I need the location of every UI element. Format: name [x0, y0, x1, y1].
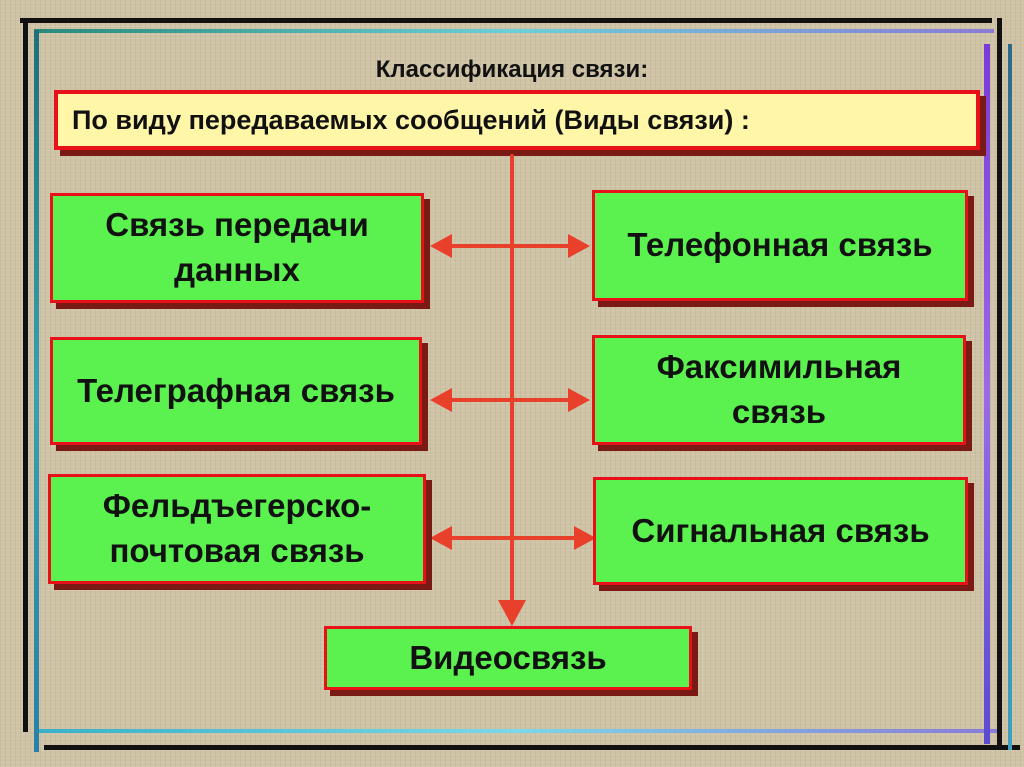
frame-right-black — [997, 18, 1002, 748]
arrowhead-down-video — [498, 600, 526, 626]
frame-left-accent — [34, 30, 39, 752]
frame-left-black — [23, 18, 28, 732]
frame-top-black — [20, 18, 992, 23]
classification-criterion: По виду передаваемых сообщений (Виды свя… — [54, 90, 980, 150]
arrowhead-row2-left — [430, 388, 452, 412]
arrowhead-row3-left — [430, 526, 452, 550]
arrowhead-row3-right — [574, 526, 596, 550]
frame-right-accent — [984, 44, 990, 744]
frame-bottom-black — [44, 745, 1020, 750]
node-data-transfer: Связь передачи данных — [50, 193, 424, 303]
node-telephone: Телефонная связь — [592, 190, 968, 301]
node-facsimile: Факсимильная связь — [592, 335, 966, 445]
frame-right-mid — [1008, 44, 1012, 750]
arrowhead-row1-left — [430, 234, 452, 258]
arrowhead-row1-right — [568, 234, 590, 258]
node-telegraph: Телеграфная связь — [50, 337, 422, 445]
frame-bottom-accent — [34, 729, 998, 733]
arrowhead-row2-right — [568, 388, 590, 412]
node-signal: Сигнальная связь — [593, 477, 968, 585]
node-courier-postal: Фельдъегерско-почтовая связь — [48, 474, 426, 584]
diagram-title: Классификация связи: — [375, 56, 649, 83]
node-video: Видеосвязь — [324, 626, 692, 690]
frame-top-accent — [34, 29, 994, 33]
